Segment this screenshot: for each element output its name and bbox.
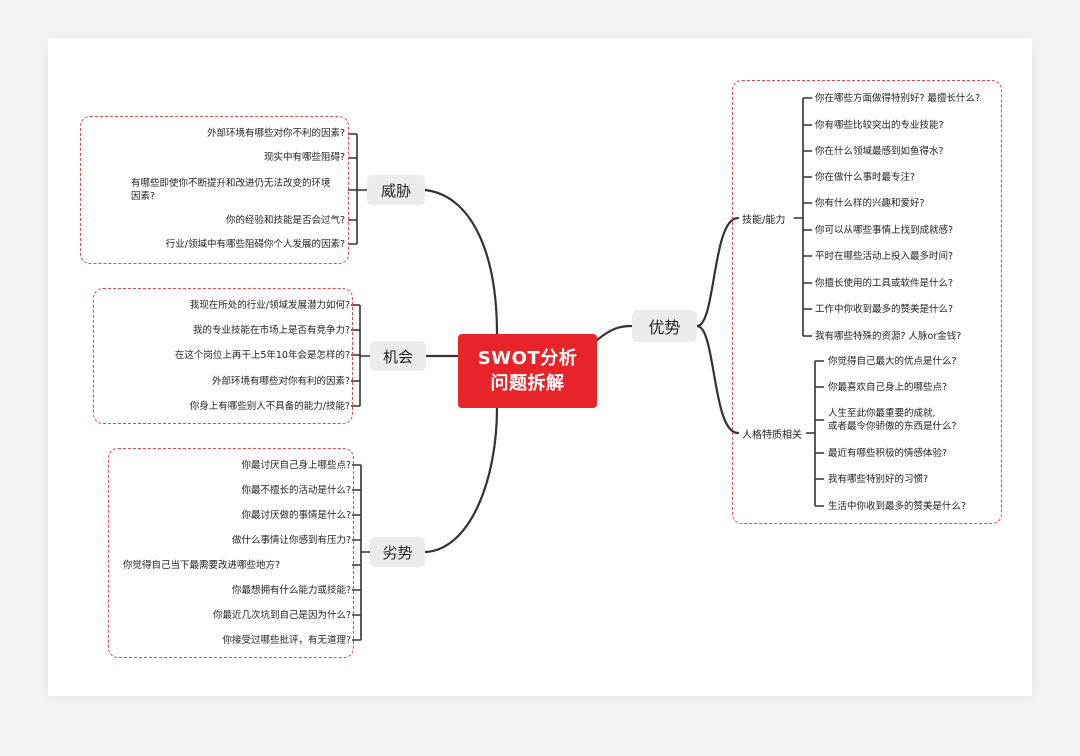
- threat-item[interactable]: 因素?: [131, 191, 156, 202]
- link-center-weakness: [423, 406, 499, 554]
- bracket-opportunity: [351, 304, 370, 407]
- branch-weakness[interactable]: 劣势: [370, 537, 425, 567]
- opportunity-item[interactable]: 在这个岗位上再干上5年10年会是怎样的?: [174, 350, 350, 361]
- opportunity-item[interactable]: 你身上有哪些别人不具备的能力/技能?: [189, 401, 350, 412]
- link-center-threat: [423, 188, 499, 336]
- sub-branch-personality[interactable]: 人格特质相关: [742, 430, 802, 441]
- skills-item[interactable]: 工作中你收到最多的赞美是什么?: [815, 304, 954, 315]
- weakness-frame: [108, 448, 354, 658]
- weakness-item[interactable]: 你接受过哪些批评，有无道理?: [222, 635, 351, 646]
- link-strength-personality: [695, 324, 740, 435]
- skills-item[interactable]: 你可以从哪些事情上找到成就感?: [815, 225, 954, 236]
- opportunity-frame: [93, 288, 353, 424]
- personality-item[interactable]: 你最喜欢自己身上的哪些点?: [828, 382, 948, 393]
- skills-item[interactable]: 你擅长使用的工具或软件是什么?: [815, 278, 954, 289]
- branch-strength[interactable]: 优势: [632, 310, 697, 342]
- bracket-weakness: [352, 464, 370, 641]
- sub-branch-skills[interactable]: 技能/能力: [742, 215, 786, 226]
- center-topic[interactable]: SWOT分析 问题拆解: [458, 334, 597, 408]
- threat-item[interactable]: 你的经验和技能是否会过气?: [225, 215, 345, 226]
- threat-item[interactable]: 外部环境有哪些对你不利的因素?: [206, 128, 345, 139]
- skills-item[interactable]: 你在什么领域最感到如鱼得水?: [815, 146, 944, 157]
- threat-item[interactable]: 现实中有哪些阻碍?: [263, 152, 345, 163]
- weakness-item[interactable]: 你最近几次坑到自己是因为什么?: [212, 610, 351, 621]
- opportunity-item[interactable]: 外部环境有哪些对你有利的因素?: [211, 376, 350, 387]
- branch-threat[interactable]: 威胁: [367, 175, 425, 205]
- skills-item[interactable]: 你有哪些比较突出的专业技能?: [815, 120, 944, 131]
- skills-item[interactable]: 你有什么样的兴趣和爱好?: [815, 198, 925, 209]
- link-strength-skills: [695, 216, 740, 328]
- threat-item[interactable]: 行业/领域中有哪些阻碍你个人发展的因素?: [165, 239, 345, 250]
- weakness-item[interactable]: 做什么事情让你感到有压力?: [231, 535, 351, 546]
- weakness-item[interactable]: 你最不擅长的活动是什么?: [241, 485, 351, 496]
- weakness-item[interactable]: 你觉得自己当下最需要改进哪些地方?: [122, 560, 280, 571]
- threat-item[interactable]: 有哪些即使你不断提升和改进仍无法改变的环境: [131, 178, 331, 189]
- branch-opportunity[interactable]: 机会: [370, 341, 426, 371]
- skills-item[interactable]: 你在哪些方面做得特别好? 最擅长什么?: [815, 93, 981, 104]
- weakness-item[interactable]: 你最想拥有什么能力或技能?: [231, 585, 351, 596]
- personality-item[interactable]: 或者最令你骄傲的东西是什么?: [828, 421, 957, 432]
- skills-item[interactable]: 你在做什么事时最专注?: [815, 172, 916, 183]
- bracket-threat: [348, 133, 367, 245]
- link-center-strength: [595, 324, 634, 342]
- skills-item[interactable]: 我有哪些特殊的资源? 人脉or金钱?: [815, 331, 962, 342]
- threat-frame: [80, 116, 349, 264]
- weakness-item[interactable]: 你最讨厌做的事情是什么?: [241, 510, 351, 521]
- personality-item[interactable]: 生活中你收到最多的赞美是什么?: [828, 501, 967, 512]
- strength-frame: [732, 80, 1002, 524]
- bracket-personality: [806, 360, 824, 507]
- opportunity-item[interactable]: 我的专业技能在市场上是否有竞争力?: [192, 325, 350, 336]
- skills-item[interactable]: 平时在哪些活动上投入最多时间?: [815, 251, 954, 262]
- personality-item[interactable]: 我有哪些特别好的习惯?: [828, 474, 929, 485]
- center-title-line1: SWOT分析: [477, 348, 578, 369]
- personality-item[interactable]: 人生至此你最重要的成就,: [828, 408, 936, 419]
- center-title-line2: 问题拆解: [490, 373, 565, 394]
- opportunity-item[interactable]: 我现在所处的行业/领域发展潜力如何?: [189, 300, 350, 311]
- weakness-item[interactable]: 你最讨厌自己身上哪些点?: [241, 460, 351, 471]
- personality-item[interactable]: 你觉得自己最大的优点是什么?: [828, 356, 957, 367]
- personality-item[interactable]: 最近有哪些积极的情感体验?: [828, 448, 948, 459]
- bracket-skills: [794, 97, 812, 337]
